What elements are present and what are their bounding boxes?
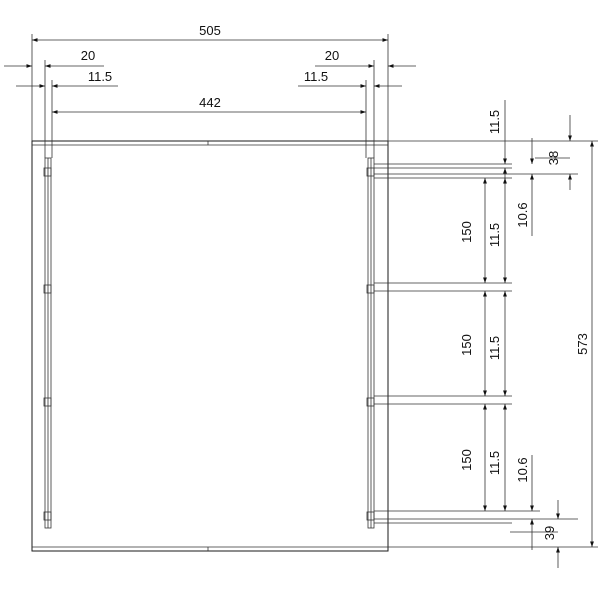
dim-spacing-2: 150 — [459, 334, 474, 356]
dim-bottom-block: 39 — [542, 526, 557, 540]
panel — [31, 140, 389, 552]
dim-sub-2: 11.5 — [487, 336, 502, 360]
right-rail — [366, 157, 375, 529]
dim-left-offset: 20 — [81, 48, 95, 63]
left-rail — [43, 157, 52, 529]
dim-overall-height: 573 — [575, 333, 590, 355]
dim-top-block: 38 — [546, 151, 561, 165]
dim-right-offset: 20 — [325, 48, 339, 63]
right-dimensions: 11.5 38 10.6 150 11.5 150 11.5 150 11.5 … — [374, 100, 598, 568]
dim-right-inset: 11.5 — [304, 69, 328, 84]
dim-spacing-1: 150 — [459, 221, 474, 243]
dim-left-inset: 11.5 — [88, 69, 112, 84]
panel-outer-frame — [31, 140, 389, 552]
dim-top-gap: 10.6 — [515, 202, 530, 227]
dim-top-inset: 11.5 — [487, 110, 502, 134]
dim-sub-3: 11.5 — [487, 451, 502, 475]
dim-spacing-3: 150 — [459, 449, 474, 471]
dim-sub-1: 11.5 — [487, 223, 502, 247]
top-dimensions: 505 20 11.5 20 11.5 442 — [4, 23, 416, 158]
dim-inner-width: 442 — [199, 95, 221, 110]
dim-overall-width: 505 — [199, 23, 221, 38]
dim-bottom-gap: 10.6 — [515, 457, 530, 482]
